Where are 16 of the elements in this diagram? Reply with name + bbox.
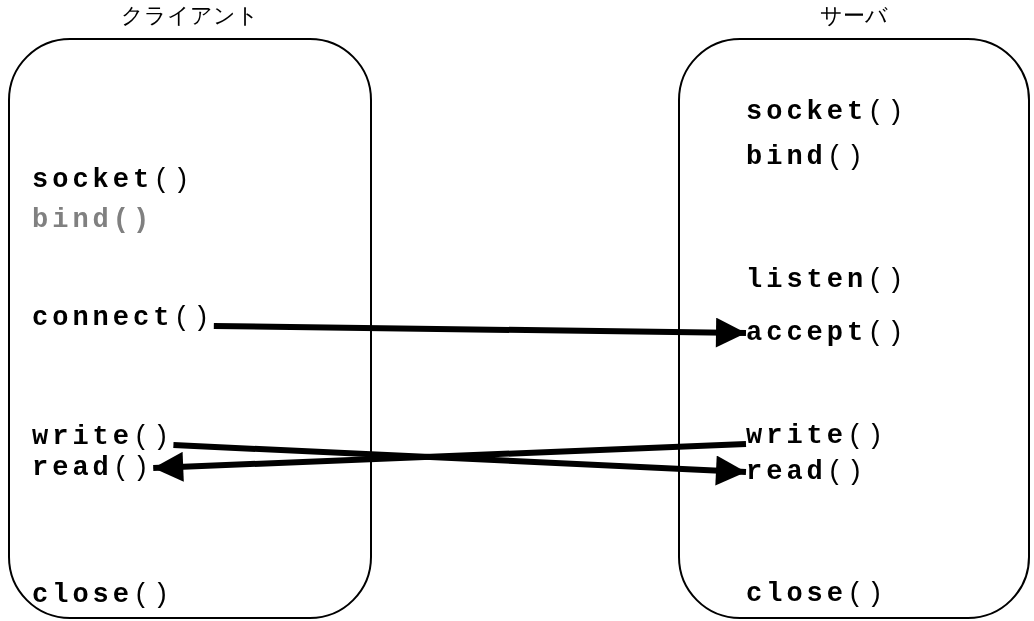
function-call: accept() <box>746 318 908 348</box>
lane-heading: クライアント <box>121 2 259 30</box>
lane-heading: サーバ <box>820 2 888 30</box>
function-call: close() <box>32 580 174 610</box>
function-call: write() <box>746 421 888 451</box>
function-call: write() <box>32 422 174 452</box>
function-call: read() <box>746 457 868 487</box>
function-call: bind() <box>746 142 868 172</box>
function-call: connect() <box>32 303 214 333</box>
function-call: bind() <box>32 205 154 235</box>
function-call: close() <box>746 579 888 609</box>
function-call: socket() <box>746 97 908 127</box>
function-call: read() <box>32 453 154 483</box>
function-call: listen() <box>746 265 908 295</box>
function-call: socket() <box>32 165 194 195</box>
arrow <box>213 317 747 348</box>
